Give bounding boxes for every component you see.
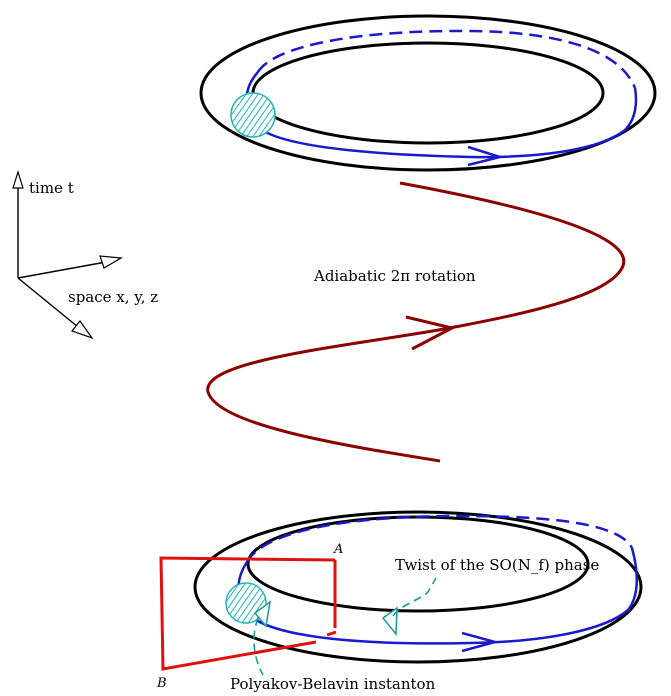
space-axis-label: space x, y, z <box>68 288 158 306</box>
instanton-marker <box>253 600 272 628</box>
space-axis-line-1 <box>17 261 107 279</box>
bottom-string-loop-back <box>245 514 634 563</box>
space-axis-arrowhead-1 <box>99 255 123 269</box>
space-axis-line-2 <box>17 277 79 328</box>
top-instanton-blob <box>230 92 276 138</box>
bottom-torus-outer-ring <box>193 510 643 664</box>
boundary-left-path <box>159 556 336 671</box>
top-string-arrow <box>467 145 505 167</box>
surface-boundary <box>159 556 337 671</box>
time-axis-label: time t <box>29 179 74 197</box>
top-torus-inner-ring <box>251 41 605 145</box>
bottom-string-arrow <box>461 631 500 653</box>
boundary-right-tick <box>326 630 337 637</box>
point-b-label: B <box>156 676 167 691</box>
space-axis-arrowhead-2 <box>71 320 94 340</box>
rotation-arrow <box>405 315 457 351</box>
twist-label: Twist of the SO(N_f) phase <box>395 556 599 574</box>
point-a-label: A <box>333 542 343 557</box>
instanton-label: Polyakov-Belavin instanton <box>230 675 436 693</box>
rotation-label: Adiabatic 2π rotation <box>313 267 476 285</box>
top-torus-outer-ring <box>199 14 657 172</box>
top-torus <box>199 14 657 172</box>
twist-leader-line <box>392 577 437 617</box>
rotation-path <box>206 181 626 463</box>
rotation-curve <box>206 181 626 463</box>
instanton-leader-line <box>253 617 264 676</box>
top-string-loop-back <box>256 29 637 89</box>
time-axis-arrowhead <box>12 169 24 189</box>
axes <box>12 169 123 340</box>
bottom-torus <box>193 510 643 664</box>
